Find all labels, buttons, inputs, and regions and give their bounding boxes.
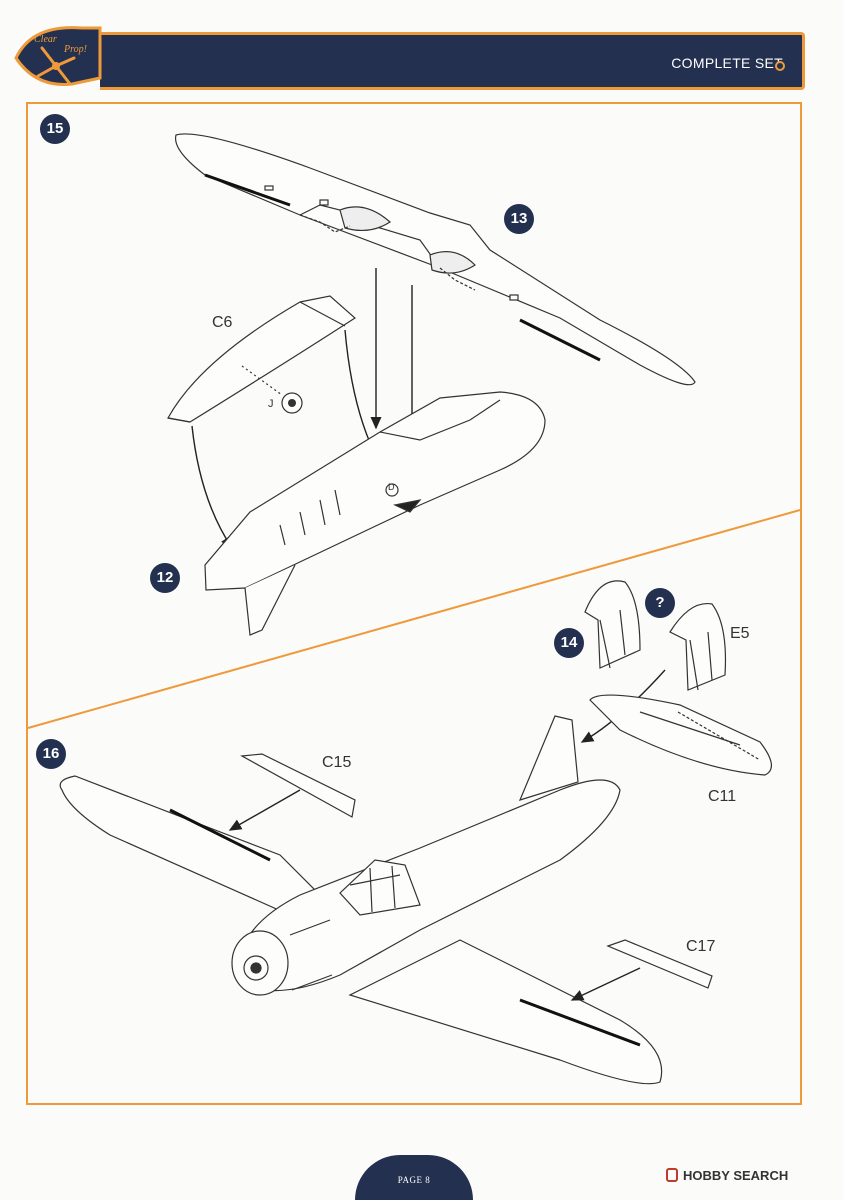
step-12-badge: 12 [150,563,180,593]
header-dot-icon [775,61,785,71]
label-c11: C11 [708,788,737,805]
wing-assembly-top [174,133,696,386]
label-c6: C6 [212,314,233,331]
part-c11 [589,694,772,776]
part-c15 [240,753,356,818]
svg-text:Prop!: Prop! [63,44,87,55]
header-title: COMPLETE SET [671,55,783,71]
part-c6 [167,295,356,423]
step-13-badge: 13 [504,204,534,234]
fuselage-step15 [204,391,546,636]
label-c15: C15 [322,754,352,771]
unknown-part-badge: ? [645,588,675,618]
label-c17: C17 [686,938,716,955]
hobby-search-icon [666,1168,678,1182]
label-j: J [268,398,274,410]
watermark: HOBBY SEARCH [683,1168,789,1183]
airplane-step16 [59,715,663,1085]
step-14-badge: 14 [554,628,584,658]
svg-text:Clear: Clear [34,34,57,45]
page-number: PAGE 8 [397,1175,431,1185]
label-e5: E5 [730,625,750,642]
section-divider [27,509,801,729]
instruction-frame [26,102,802,1105]
part-c17 [606,939,713,989]
step-15-badge: 15 [40,114,70,144]
brand-logo: Clear Prop! [14,26,102,86]
part-e5-pieces [584,580,727,691]
page-tab [355,1155,473,1200]
fuselage-mark: D [388,482,395,492]
step-16-badge: 16 [36,739,66,769]
header-bar [100,32,805,90]
